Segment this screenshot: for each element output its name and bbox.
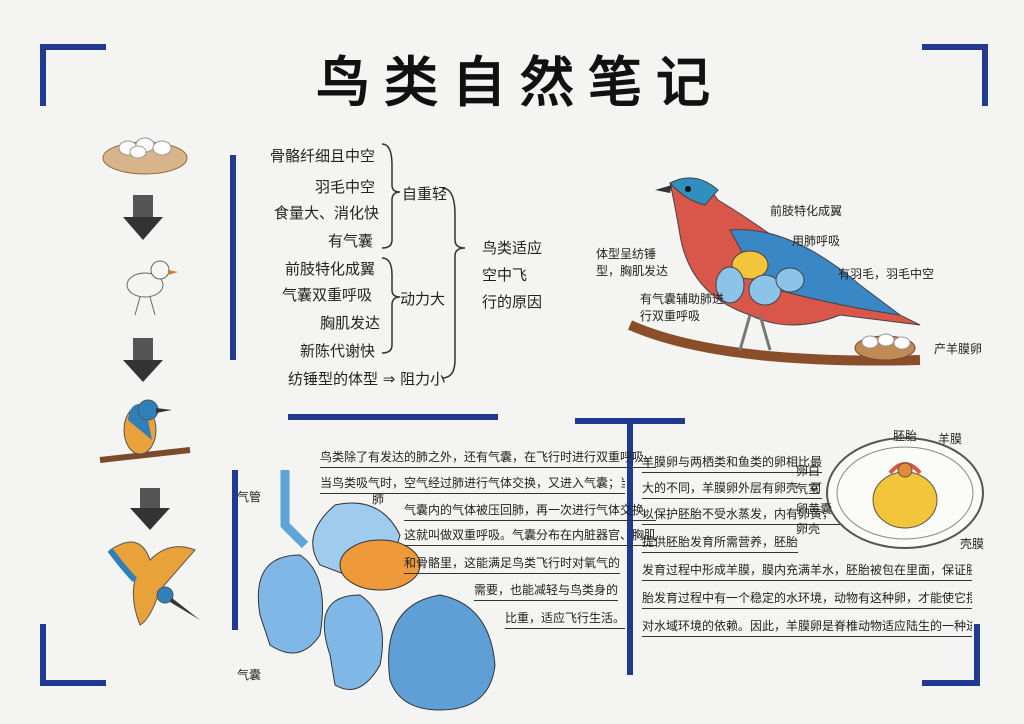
brace-lines <box>381 143 466 379</box>
bird-anatomy-diagram <box>627 177 921 366</box>
reason-item: 骨骼纤细且中空 <box>270 147 376 165</box>
chick-image <box>126 260 178 316</box>
corner-bottom-left <box>40 624 106 686</box>
egg-label-embryo: 胚胎 <box>893 429 918 443</box>
lung-label-lung: 肺 <box>372 492 385 506</box>
reason-item: 新陈代谢快 <box>300 342 376 360</box>
egg-text-line: 发育过程中形成羊膜，膜内充满羊水，胚胎被包在里面，保证胚 <box>642 560 972 581</box>
egg-label-yolksac: 卵黄囊 <box>796 502 833 516</box>
page-title: 鸟类自然笔记 <box>316 50 724 114</box>
bird-label: 有气囊辅助肺进行双重呼吸 <box>640 292 725 323</box>
amniotic-egg-diagram <box>826 437 984 549</box>
lung-label-trachea: 气管 <box>237 490 262 504</box>
egg-text-line: 大的不同，羊膜卵外层有卵壳，可 <box>642 478 823 499</box>
egg-text-line: 对水域环境的依赖。因此，羊膜卵是脊椎动物适应陆生的一种进化。 <box>642 616 972 637</box>
egg-label-shell: 卵壳 <box>796 522 821 536</box>
reason-item: 纺锤型的体型 ⇒ 阻力小 <box>288 370 446 388</box>
bird-label: 前肢特化成翼 <box>770 204 843 218</box>
divider-horizontal <box>288 414 498 420</box>
nest-eggs-image <box>102 137 188 175</box>
bird-label: 产羊膜卵 <box>934 342 983 356</box>
reason-item: 食量大、消化快 <box>274 204 380 222</box>
lung-text-line: 气囊内的气体被压回肺，再一次进行气体交换。 <box>404 500 657 521</box>
conclusion-line: 行的原因 <box>482 293 543 311</box>
conclusion-line: 鸟类适应 <box>482 239 543 257</box>
lung-diagram <box>257 470 496 711</box>
lung-text-line: 比重，适应飞行生活。 <box>505 608 626 629</box>
reason-item: 胸肌发达 <box>320 314 381 332</box>
reason-item: 羽毛中空 <box>315 178 376 196</box>
egg-text-line: 提供胚胎发育所需营养，胚胎 <box>642 532 799 553</box>
arrow-down-icon <box>123 338 163 382</box>
bird-label: 有羽毛，羽毛中空 <box>838 267 935 281</box>
reason-item: 有气囊 <box>328 232 374 250</box>
corner-bottom-right <box>922 624 980 686</box>
divider-vertical <box>230 155 236 360</box>
egg-text-line: 以保护胚胎不受水蒸发，内有卵黄，可 <box>642 504 847 525</box>
kingfisher-flying-image <box>107 541 200 626</box>
group-light-label: 自重轻 <box>402 185 448 203</box>
egg-label-aircell: 气室 <box>796 482 821 496</box>
reason-item: 前肢特化成翼 <box>285 260 376 278</box>
egg-text-line: 胎发育过程中有一个稳定的水环境，动物有这种卵，才能使它摆脱 <box>642 588 972 609</box>
group-power-label: 动力大 <box>400 290 446 308</box>
divider-vertical <box>627 420 633 675</box>
life-stages-column <box>99 137 200 626</box>
arrow-down-icon <box>130 488 170 530</box>
egg-label-shell-membrane: 壳膜 <box>960 537 985 551</box>
kingfisher-perched-image <box>99 399 191 463</box>
corner-top-left <box>40 44 106 106</box>
conclusion-line: 空中飞 <box>482 266 528 284</box>
lung-label-airsac: 气囊 <box>237 668 262 682</box>
divider-vertical <box>232 470 238 630</box>
egg-label-amnion: 羊膜 <box>938 432 963 446</box>
reason-item: 气囊双重呼吸 <box>282 286 373 304</box>
corner-top-right <box>922 44 988 106</box>
lung-text-line: 鸟类除了有发达的肺之外，还有气囊，在飞行时进行双重呼吸。 <box>320 447 657 468</box>
egg-text-line: 羊膜卵与两栖类和鱼类的卵相比最 <box>642 452 823 473</box>
lung-text-line: 和骨骼里，这能满足鸟类飞行时对氧气的 <box>404 553 621 574</box>
bird-label: 用肺呼吸 <box>792 234 841 248</box>
bird-label: 体型呈纺锤型，胸肌发达 <box>596 247 669 278</box>
lung-text-line: 这就叫做双重呼吸。气囊分布在内脏器官、胸肌 <box>404 525 657 546</box>
lung-text-line: 需要，也能减轻与鸟类身的 <box>474 580 619 601</box>
egg-label-albumen: 卵白 <box>796 464 821 478</box>
arrow-down-icon <box>123 195 163 240</box>
lung-text-line: 当鸟类吸气时，空气经过肺进行气体交换，又进入气囊；当鸟类呼气时， <box>320 473 625 494</box>
